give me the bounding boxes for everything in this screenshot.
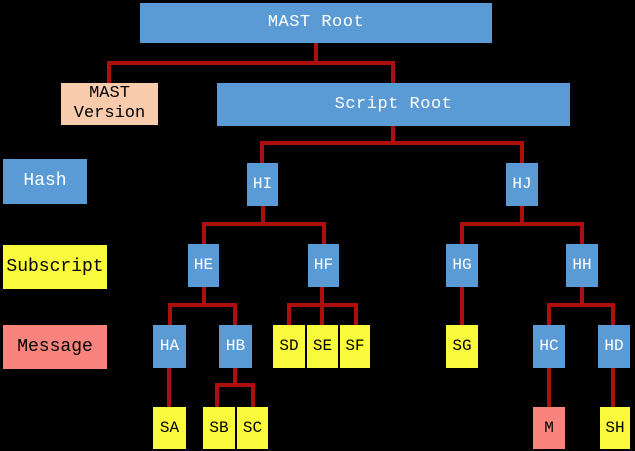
connector-mastroot-stem xyxy=(314,43,318,65)
connector-he-to-hb xyxy=(233,303,237,325)
connector-scriptroot-bar xyxy=(260,141,524,145)
connector-hf-to-sd xyxy=(287,303,291,325)
node-sf: SF xyxy=(340,325,370,368)
connector-hh-to-hc xyxy=(547,303,551,325)
connector-hf-to-sf xyxy=(354,303,358,325)
node-sb: SB xyxy=(203,407,235,449)
connector-hh-bar xyxy=(547,303,615,307)
connector-hg-to-sg xyxy=(460,287,464,325)
connector-hj-to-hg xyxy=(460,222,464,244)
connector-hb-to-sb xyxy=(215,383,219,407)
node-sa: SA xyxy=(153,407,186,449)
connector-scriptroot-stem xyxy=(391,126,395,145)
legend-message-label: Message xyxy=(17,336,93,357)
connector-hf-bar xyxy=(287,303,358,307)
connector-hj-stem xyxy=(520,206,524,226)
node-hg-label: HG xyxy=(452,256,472,275)
node-he: HE xyxy=(188,244,219,287)
connector-he-to-ha xyxy=(168,303,172,325)
mast-root-box: MAST Root xyxy=(140,3,492,43)
node-hd-label: HD xyxy=(604,337,624,356)
node-m-label: M xyxy=(544,418,554,437)
node-sc-label: SC xyxy=(242,418,263,437)
node-hd: HD xyxy=(598,325,630,368)
node-hb-label: HB xyxy=(225,337,246,356)
node-hj: HJ xyxy=(506,163,538,206)
node-m: M xyxy=(533,407,565,449)
script-root-label: Script Root xyxy=(334,94,453,114)
node-se: SE xyxy=(307,325,338,368)
node-sh-label: SH xyxy=(605,418,625,437)
connector-hj-bar xyxy=(460,222,584,226)
legend-subscript: Subscript xyxy=(3,245,107,289)
node-hc-label: HC xyxy=(539,337,559,356)
mast-version-box: MAST Version xyxy=(61,83,158,125)
connector-hb-bar xyxy=(215,383,255,387)
node-hh-label: HH xyxy=(572,256,592,275)
node-hb: HB xyxy=(219,325,252,368)
node-sg-label: SG xyxy=(452,337,472,356)
node-hj-label: HJ xyxy=(512,175,532,194)
node-hi-label: HI xyxy=(252,175,273,194)
connector-he-stem xyxy=(202,287,206,307)
connector-hi-to-hf xyxy=(322,222,326,244)
connector-hi-stem xyxy=(261,206,265,226)
connector-hh-to-hd xyxy=(611,303,615,325)
node-sf-label: SF xyxy=(345,337,365,356)
connector-mastroot-to-scriptroot xyxy=(391,61,395,83)
connector-hh-stem xyxy=(580,287,584,307)
script-root-box: Script Root xyxy=(217,83,570,126)
node-sa-label: SA xyxy=(159,418,180,437)
legend-hash-label: Hash xyxy=(23,171,67,192)
node-ha: HA xyxy=(153,325,186,368)
connector-hb-to-sc xyxy=(251,383,255,407)
mast-version-label: MAST Version xyxy=(73,84,146,123)
connector-hd-to-sh xyxy=(611,368,615,407)
node-se-label: SE xyxy=(312,337,333,356)
node-hf-label: HF xyxy=(313,256,334,275)
node-sd-label: SD xyxy=(279,337,299,356)
node-sg: SG xyxy=(446,325,478,368)
connector-mastroot-bar xyxy=(107,61,395,65)
node-sh: SH xyxy=(600,407,630,449)
node-sb-label: SB xyxy=(209,418,229,437)
node-hc: HC xyxy=(533,325,565,368)
connector-hj-to-hh xyxy=(580,222,584,244)
connector-mastroot-to-version xyxy=(107,61,111,83)
legend-hash: Hash xyxy=(3,159,87,204)
legend-message: Message xyxy=(3,325,107,369)
connector-scriptroot-to-hj xyxy=(520,141,524,163)
connector-hb-stem xyxy=(233,368,237,387)
connector-hc-to-m xyxy=(547,368,551,407)
connector-hi-bar xyxy=(202,222,326,226)
connector-scriptroot-to-hi xyxy=(260,141,264,163)
mast-root-label: MAST Root xyxy=(267,13,365,33)
node-sd: SD xyxy=(273,325,305,368)
node-ha-label: HA xyxy=(159,337,180,356)
connector-hi-to-he xyxy=(202,222,206,244)
node-hi: HI xyxy=(247,163,278,206)
connector-he-bar xyxy=(168,303,237,307)
legend-subscript-label: Subscript xyxy=(6,256,104,277)
node-he-label: HE xyxy=(193,256,214,275)
node-hh: HH xyxy=(566,244,598,287)
node-hg: HG xyxy=(446,244,478,287)
connector-ha-to-sa xyxy=(167,368,171,407)
node-hf: HF xyxy=(308,244,339,287)
node-sc: SC xyxy=(237,407,268,449)
